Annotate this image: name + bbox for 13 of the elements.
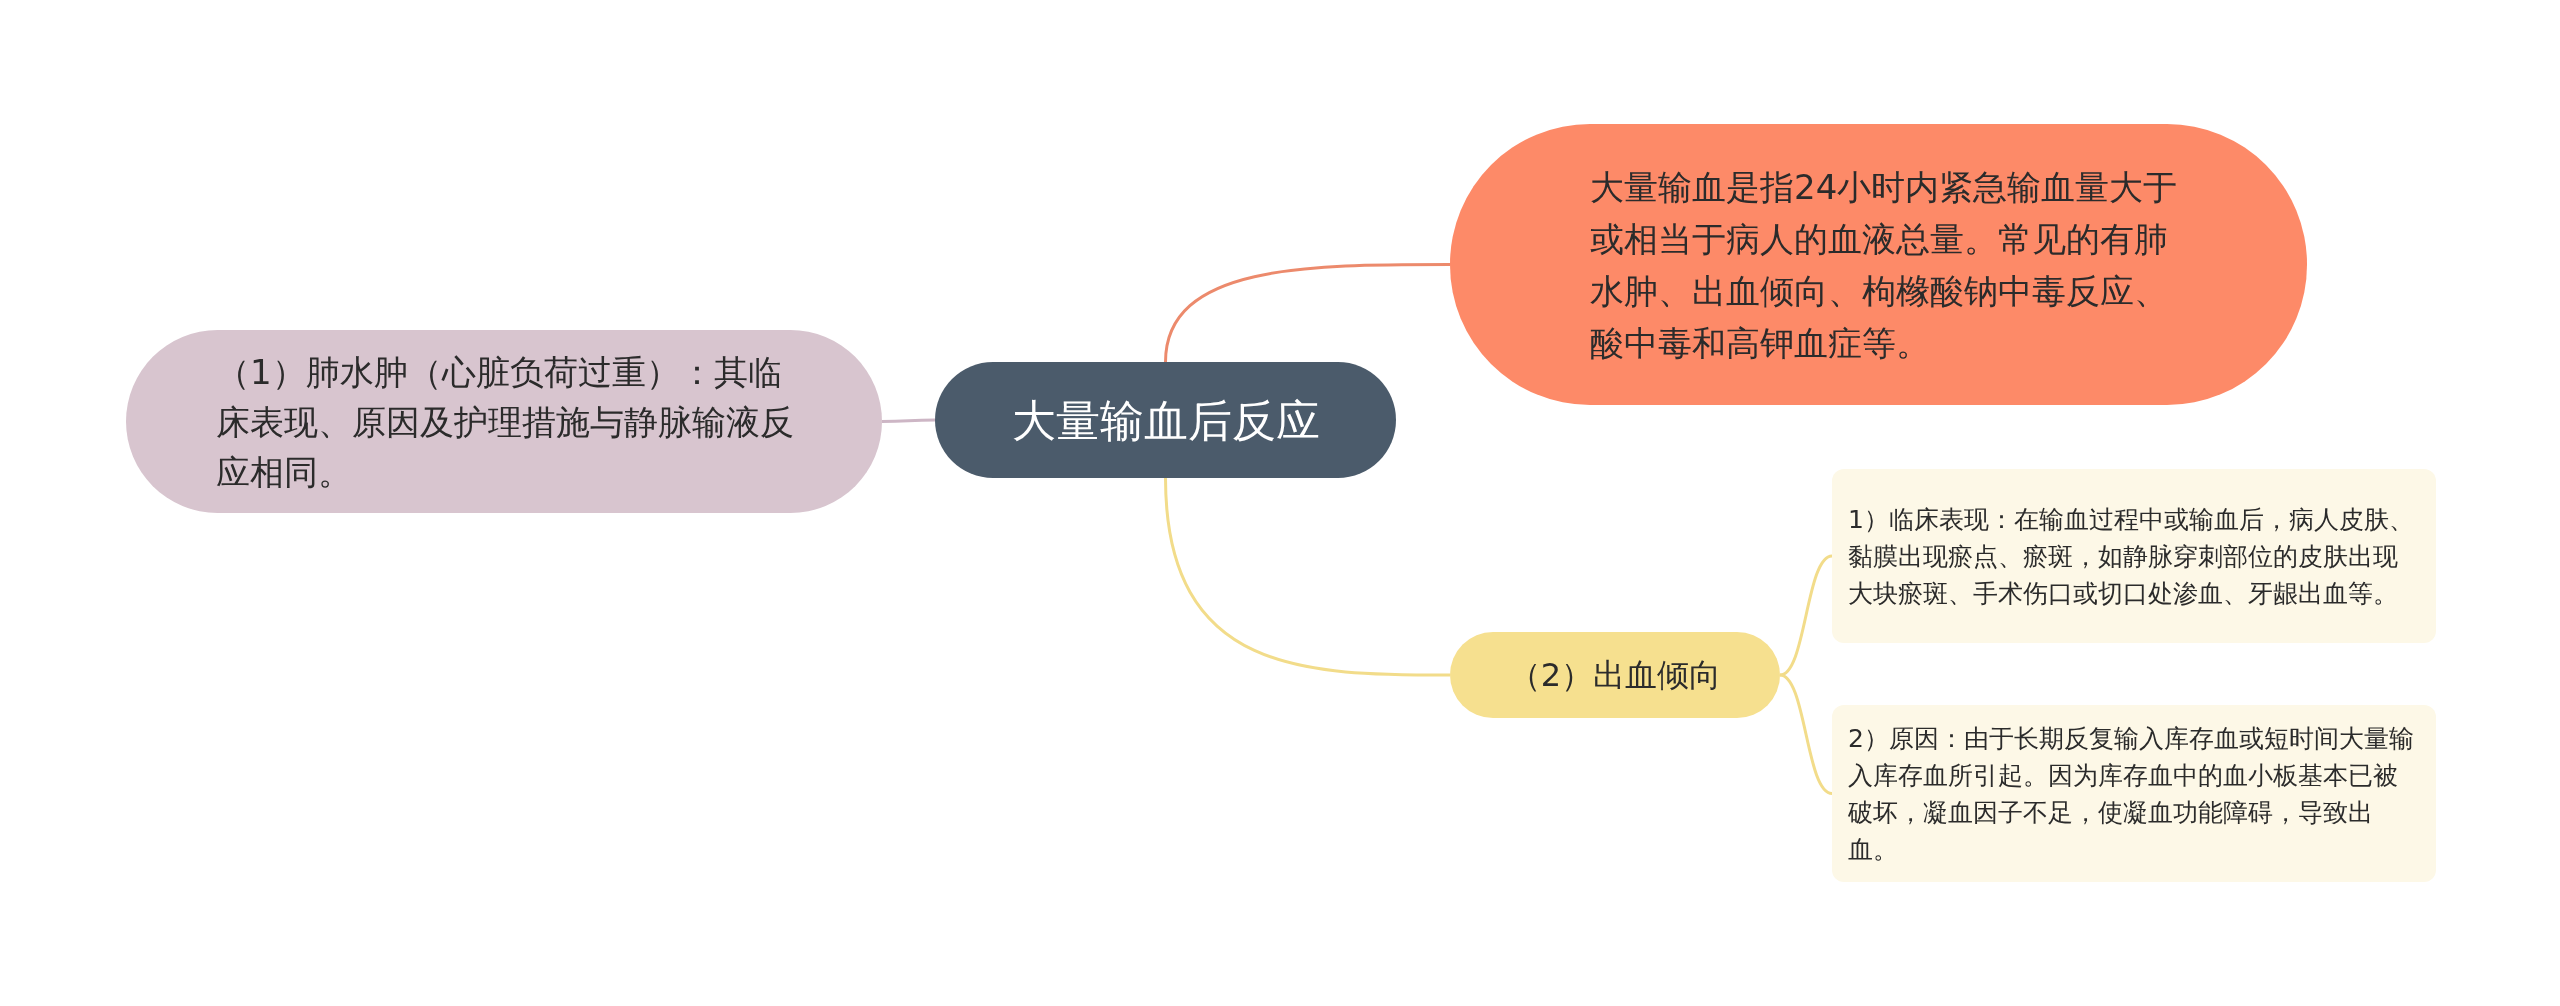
node-text: 大量输血后反应: [1010, 393, 1321, 448]
node-text: 1）临床表现：在输血过程中或输血后，病人皮肤、黏膜出现瘀点、瘀斑，如静脉穿刺部位的皮肤出现大块瘀斑、手术伤口或切口处渗血、牙龈出血等。: [1848, 503, 2415, 610]
node-text: 2）原因：由于长期反复输入库存血或短时间大量输入库存血所引起。因为库存血中的血小板基本已被破坏，凝血因子不足，使凝血功能障碍，导致出血。: [1848, 722, 2415, 866]
node-text: （2）出血倾向: [1507, 655, 1723, 696]
connector-line: [1164, 477, 1450, 677]
note-card: [1832, 705, 2436, 882]
connector-line: [882, 418, 935, 423]
node-text: （1）肺水肿（心脏负荷过重）：其临床表现、原因及护理措施与静脉输液反应相同。: [216, 350, 795, 494]
connector-line: [1779, 554, 1833, 677]
note-card: [1832, 469, 2436, 643]
connector-line: [1779, 673, 1833, 795]
node-text: 大量输血是指24小时内紧急输血量大于或相当于病人的血液总量。常见的有肺水肿、出血倾向、枸橼酸钠中毒反应、酸中毒和高钾血症等。: [1590, 165, 2179, 365]
connector-line: [1164, 263, 1450, 363]
